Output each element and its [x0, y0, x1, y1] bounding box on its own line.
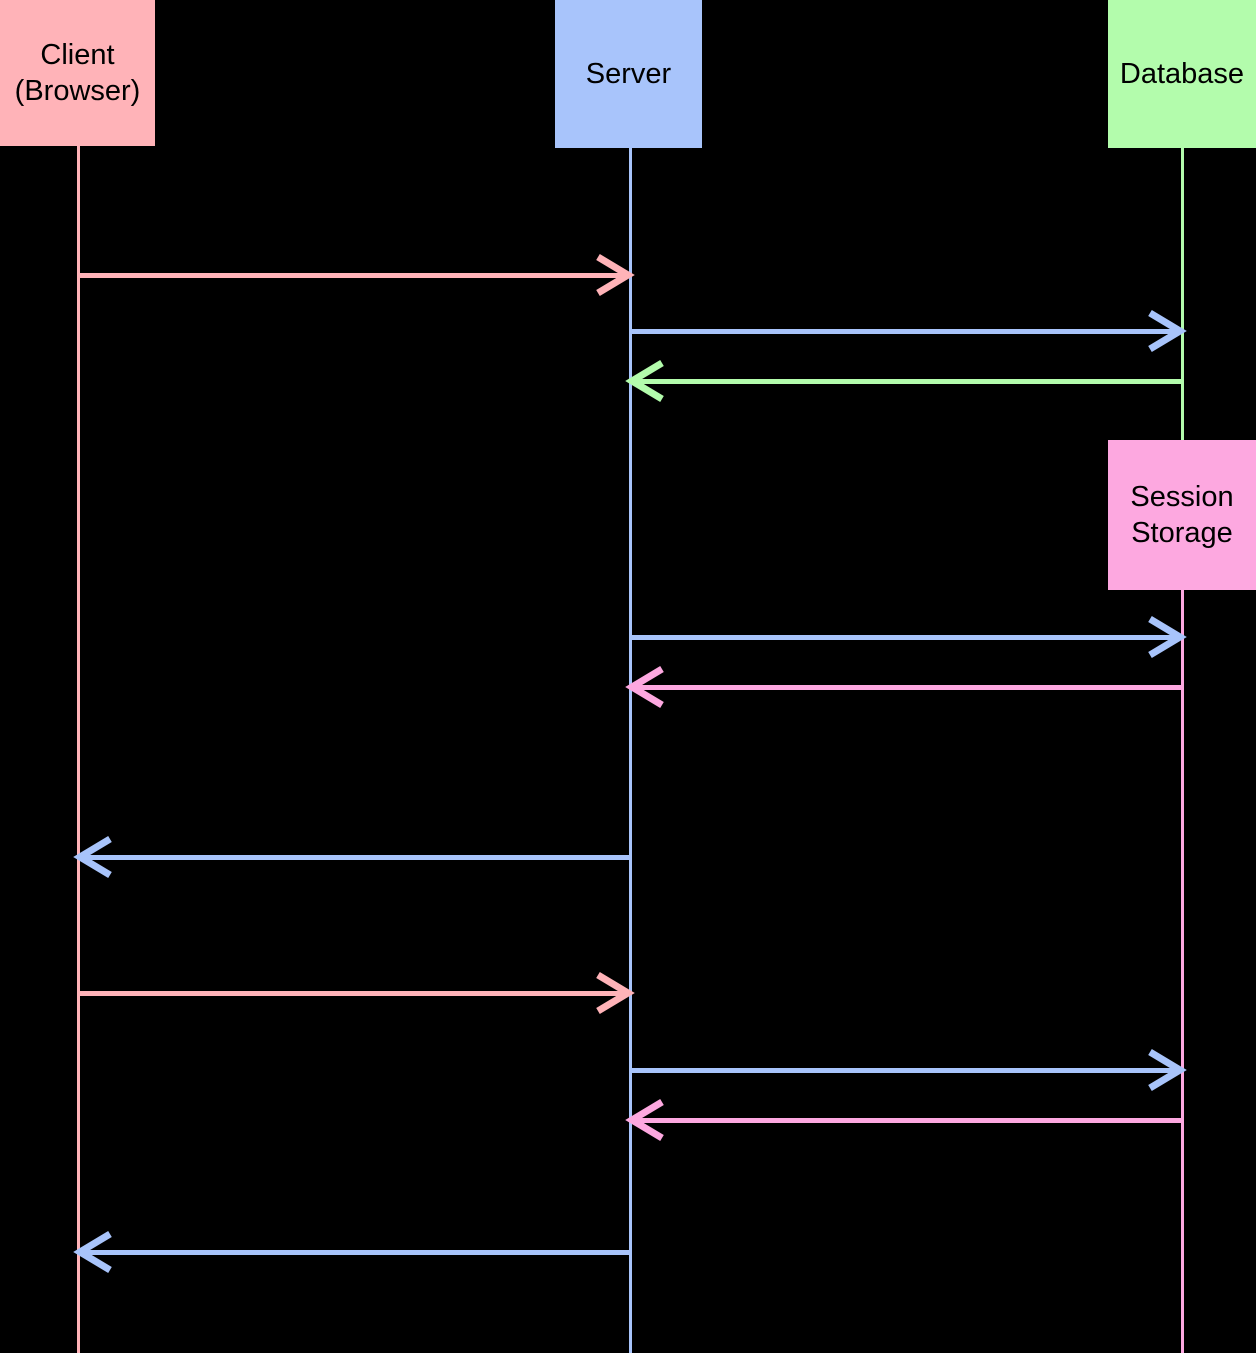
participant-label-session-storage: Session Storage — [1130, 481, 1234, 549]
arrowhead-m7 — [596, 971, 635, 1015]
arrowhead-m10 — [73, 1230, 112, 1274]
participant-box-database[interactable]: Database — [1108, 0, 1256, 148]
message-line-m8 — [630, 1067, 1182, 1073]
participant-label-client: Client (Browser) — [14, 39, 141, 107]
lifeline-server — [628, 148, 632, 1353]
message-line-m5 — [630, 684, 1182, 690]
lifeline-client — [76, 146, 80, 1353]
message-line-m3 — [630, 378, 1182, 384]
message-line-m9 — [630, 1117, 1182, 1123]
message-line-m7 — [78, 990, 630, 996]
participant-box-client[interactable]: Client (Browser) — [0, 0, 155, 146]
message-line-m4 — [630, 634, 1182, 640]
message-line-m2 — [630, 328, 1182, 334]
participant-label-server: Server — [585, 58, 672, 90]
message-line-m1 — [78, 272, 630, 278]
arrowhead-m6 — [73, 835, 112, 879]
arrowhead-m9 — [625, 1098, 664, 1142]
lifeline-database — [1180, 148, 1184, 440]
arrowhead-m5 — [625, 665, 664, 709]
arrowhead-m2 — [1148, 309, 1187, 353]
participant-label-database: Database — [1119, 58, 1245, 90]
message-line-m6 — [78, 854, 630, 860]
arrowhead-m1 — [596, 253, 635, 297]
participant-box-session-storage[interactable]: Session Storage — [1108, 440, 1256, 590]
arrowhead-m4 — [1148, 615, 1187, 659]
lifeline-session-storage — [1180, 590, 1184, 1353]
arrowhead-m8 — [1148, 1048, 1187, 1092]
participant-box-server[interactable]: Server — [555, 0, 702, 148]
arrowhead-m3 — [625, 359, 664, 403]
message-line-m10 — [78, 1249, 630, 1255]
